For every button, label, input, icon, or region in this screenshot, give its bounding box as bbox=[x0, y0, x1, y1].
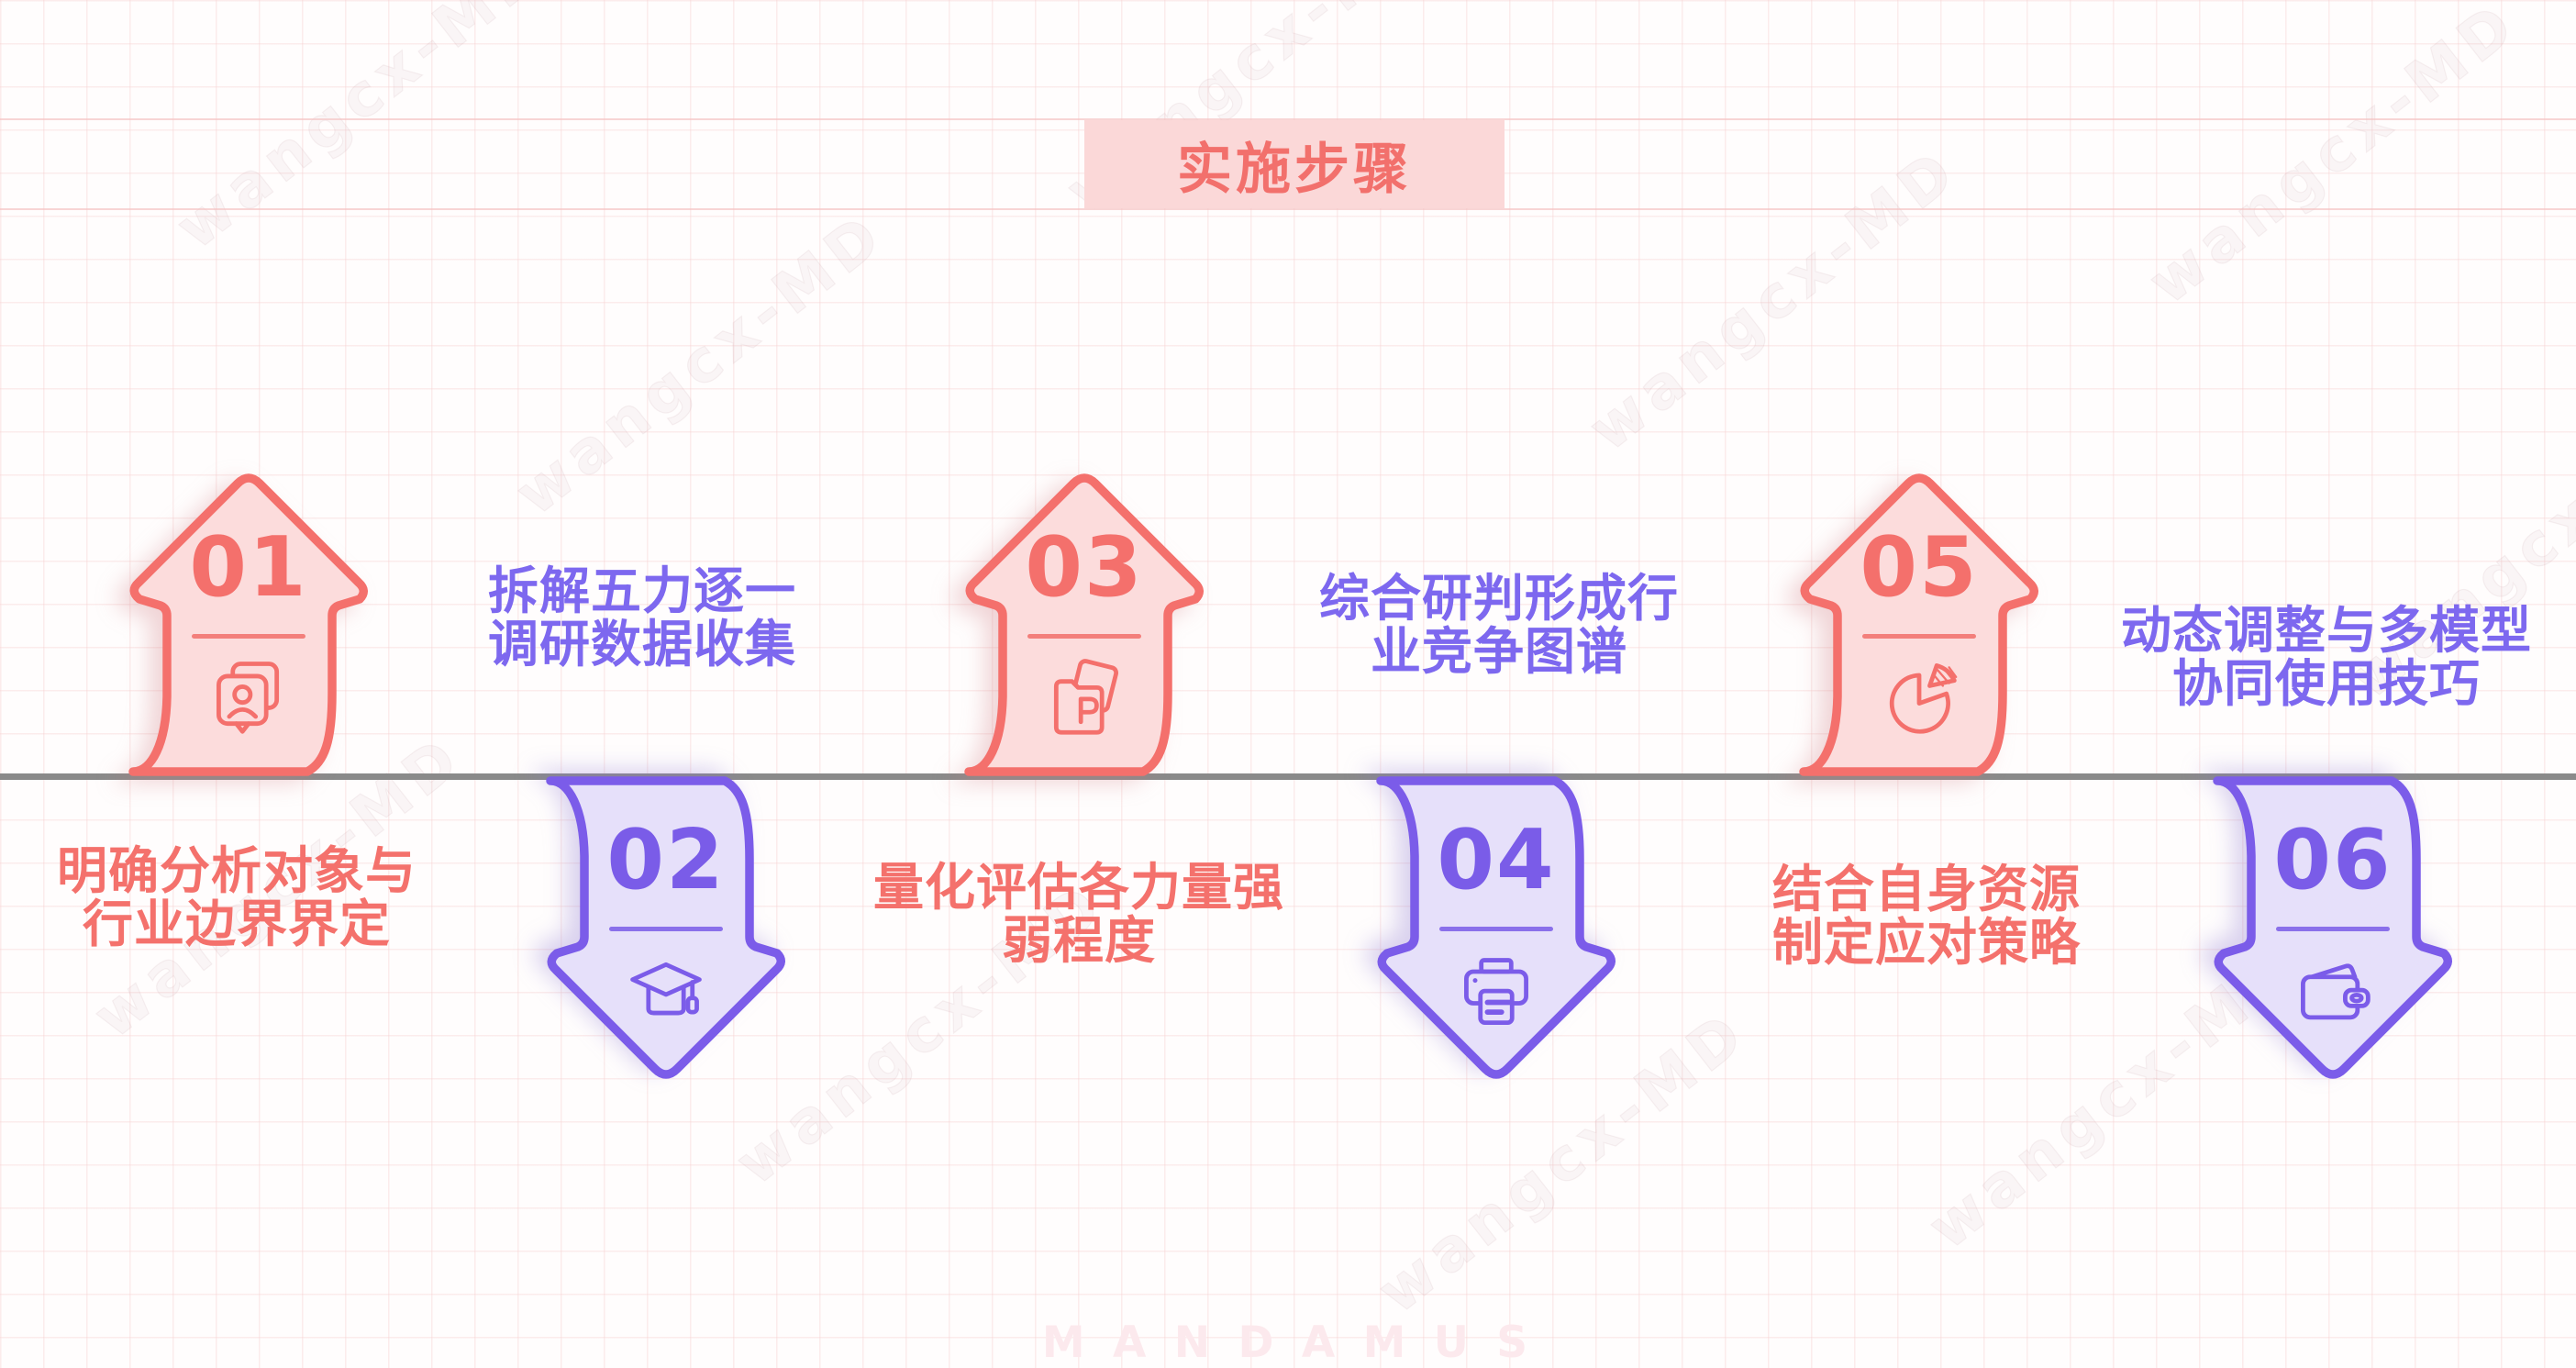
title-band-line-bottom bbox=[0, 208, 2576, 210]
diagonal-watermark: wangcx-MD bbox=[2136, 0, 2532, 318]
title-band-line-top bbox=[0, 118, 2576, 120]
timeline-line bbox=[0, 773, 2576, 780]
step-label-line2: 业竞争图谱 bbox=[1370, 622, 1628, 681]
page-title: 实施步骤 bbox=[1177, 137, 1412, 202]
step-label-line2: 制定应对策略 bbox=[1771, 913, 2082, 972]
step-arrow-02: 02 bbox=[541, 775, 791, 1084]
diagonal-watermark: wangcx-MD bbox=[163, 0, 560, 263]
step-arrow-06: 06 bbox=[2208, 775, 2458, 1084]
step-label-line1: 动态调整与多模型 bbox=[2120, 601, 2533, 660]
step-number: 02 bbox=[606, 812, 726, 908]
wallet-icon bbox=[2301, 963, 2371, 1020]
up-arrow-shape bbox=[964, 473, 1204, 776]
printer-icon bbox=[1464, 958, 1528, 1025]
title-box: 实施步骤 bbox=[1084, 120, 1505, 208]
step-label: 明确分析对象与 行业边界界定 bbox=[57, 844, 416, 951]
footer-watermark: M A N D A M U S bbox=[1041, 1318, 1535, 1368]
step-divider bbox=[1027, 634, 1141, 639]
step-label-line1: 综合研判形成行 bbox=[1318, 569, 1680, 628]
step-number: 06 bbox=[2273, 812, 2393, 908]
step-label-line1: 拆解五力逐一 bbox=[487, 562, 797, 620]
step-label: 综合研判形成行 业竞争图谱 bbox=[1319, 572, 1679, 678]
step-label: 动态调整与多模型 协同使用技巧 bbox=[2121, 604, 2532, 710]
step-label: 量化评估各力量强 弱程度 bbox=[873, 861, 1284, 967]
step-divider bbox=[2276, 927, 2390, 931]
step-label-line2: 行业边界界定 bbox=[82, 895, 392, 953]
step-label-line2: 调研数据收集 bbox=[487, 615, 797, 673]
graduation-cap-icon bbox=[630, 962, 702, 1016]
up-arrow-shape bbox=[128, 473, 368, 776]
step-label-line2: 弱程度 bbox=[1001, 911, 1157, 970]
step-label-line1: 结合自身资源 bbox=[1771, 860, 2082, 918]
step-label-line2: 协同使用技巧 bbox=[2171, 654, 2482, 713]
contact-card-icon bbox=[217, 662, 280, 734]
up-arrow-shape bbox=[1799, 473, 2038, 776]
step-number: 03 bbox=[1025, 519, 1144, 616]
step-arrow-04: 04 bbox=[1371, 775, 1621, 1084]
diagonal-watermark: wangcx-MD bbox=[1576, 135, 1972, 465]
step-label: 拆解五力逐一 调研数据收集 bbox=[488, 564, 796, 671]
step-divider bbox=[192, 634, 305, 639]
step-number: 05 bbox=[1860, 519, 1979, 616]
step-arrow-05: 05 bbox=[1794, 469, 2044, 777]
step-divider bbox=[609, 927, 723, 931]
step-label-line1: 量化评估各力量强 bbox=[872, 858, 1285, 917]
step-arrow-03: 03 bbox=[960, 469, 1209, 777]
step-number: 04 bbox=[1437, 812, 1556, 908]
step-label-line1: 明确分析对象与 bbox=[56, 841, 417, 900]
step-arrow-01: 01 bbox=[124, 469, 373, 777]
step-divider bbox=[1862, 634, 1976, 639]
pie-chart-icon bbox=[1889, 663, 1958, 734]
step-label: 结合自身资源 制定应对策略 bbox=[1772, 862, 2081, 969]
diagonal-watermark: wangcx-MD bbox=[503, 199, 899, 529]
presentation-file-icon bbox=[1053, 659, 1119, 735]
step-number: 01 bbox=[189, 519, 308, 616]
step-divider bbox=[1439, 927, 1553, 931]
